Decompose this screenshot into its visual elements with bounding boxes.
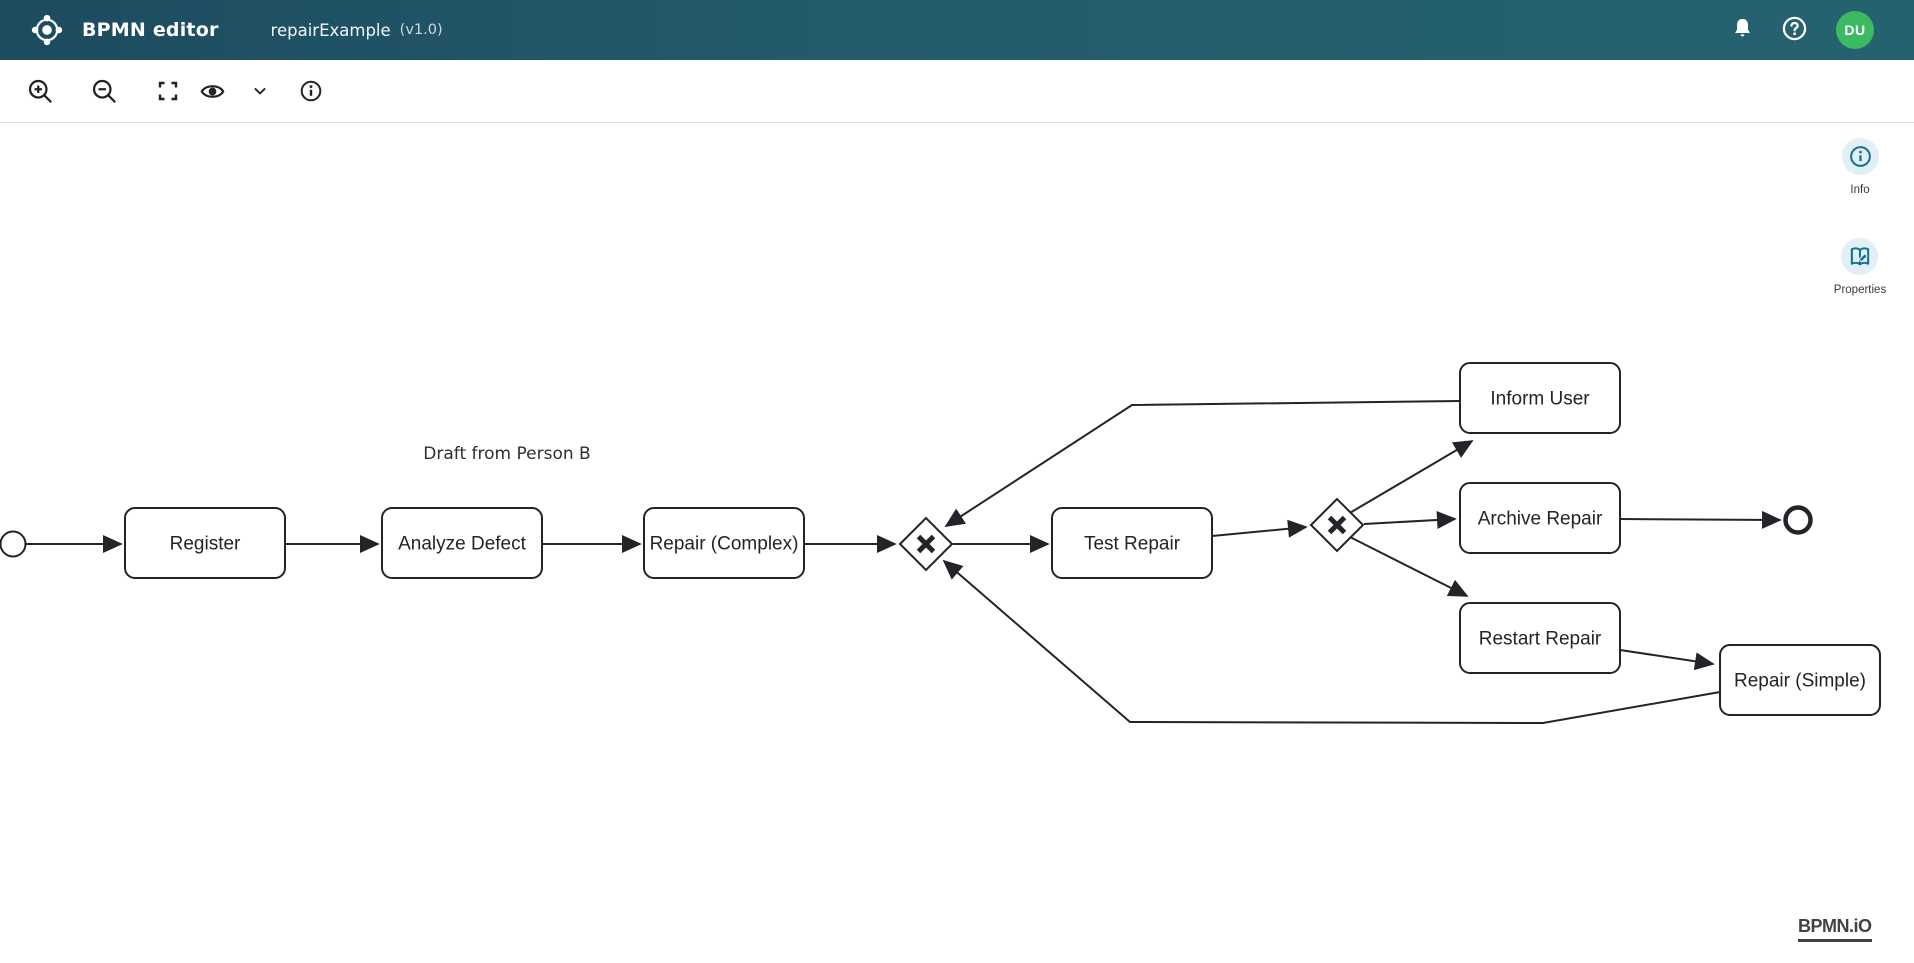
task-test-repair-label: Test Repair xyxy=(1084,534,1181,555)
zoom-out-button[interactable] xyxy=(86,73,122,109)
file-version-badge: (v1.0) xyxy=(399,22,443,38)
task-archive-repair[interactable]: Archive Repair xyxy=(1459,482,1621,554)
flow-gateway2-to-archive-repair[interactable] xyxy=(1363,511,1457,529)
task-analyze-defect[interactable]: Analyze Defect xyxy=(381,507,543,579)
gateway-xor-2[interactable] xyxy=(1309,497,1365,553)
task-test-repair[interactable]: Test Repair xyxy=(1051,507,1213,579)
info-circle-icon xyxy=(1841,138,1879,175)
chevron-down-icon xyxy=(250,81,270,101)
preview-dropdown-button[interactable] xyxy=(242,73,278,109)
text-annotation[interactable]: Draft from Person B xyxy=(423,444,590,464)
flow-gateway2-to-restart-repair[interactable] xyxy=(1347,535,1469,597)
fit-viewport-icon xyxy=(156,79,180,103)
bpmn-io-watermark[interactable]: BPMN.iO xyxy=(1798,916,1872,942)
task-register[interactable]: Register xyxy=(124,507,286,579)
user-avatar[interactable]: DU xyxy=(1836,11,1874,49)
bpmn-diagram: Register Analyze Defect Repair (Complex) Te… xyxy=(0,362,1881,725)
flow-repair-simple-to-gateway1[interactable] xyxy=(942,559,1721,725)
open-file-name: repairExample xyxy=(270,20,391,40)
bpmn-canvas[interactable]: Register Analyze Defect Repair (Complex) Te… xyxy=(0,124,1914,963)
notifications-button[interactable] xyxy=(1730,16,1755,44)
end-event[interactable] xyxy=(1783,505,1813,535)
flow-restart-repair-to-repair-simple[interactable] xyxy=(1619,649,1715,671)
fit-viewport-button[interactable] xyxy=(150,73,186,109)
app-title: BPMN editor xyxy=(82,19,219,41)
diagram-info-button[interactable] xyxy=(293,73,329,109)
task-restart-repair-label: Restart Repair xyxy=(1479,629,1602,650)
flow-gateway2-to-inform-user[interactable] xyxy=(1347,440,1474,515)
zoom-out-icon xyxy=(91,78,118,105)
top-navbar: BPMN editor repairExample (v1.0) DU xyxy=(0,0,1914,60)
right-side-panel: Info Properties xyxy=(1820,138,1900,296)
help-button[interactable] xyxy=(1781,15,1808,45)
task-repair-complex[interactable]: Repair (Complex) xyxy=(643,507,805,579)
preview-toggle-button[interactable] xyxy=(194,73,230,109)
canvas-toolbar xyxy=(0,60,1914,123)
panel-item-properties[interactable]: Properties xyxy=(1834,238,1886,296)
flow-test-repair-to-gateway2[interactable] xyxy=(1211,519,1308,538)
task-archive-repair-label: Archive Repair xyxy=(1478,509,1603,530)
task-register-label: Register xyxy=(170,534,241,555)
task-repair-simple-label: Repair (Simple) xyxy=(1734,671,1866,692)
gateway-xor-1[interactable] xyxy=(898,516,954,572)
task-analyze-defect-label: Analyze Defect xyxy=(398,534,527,555)
panel-label-properties: Properties xyxy=(1833,284,1887,296)
eye-icon xyxy=(199,78,226,105)
task-inform-user-label: Inform User xyxy=(1490,389,1590,410)
question-circle-icon xyxy=(1781,15,1808,45)
task-restart-repair[interactable]: Restart Repair xyxy=(1459,602,1621,674)
flow-inform-user-to-gateway1[interactable] xyxy=(944,400,1461,527)
task-inform-user[interactable]: Inform User xyxy=(1459,362,1621,434)
task-repair-complex-label: Repair (Complex) xyxy=(650,534,799,555)
flow-archive-repair-to-end[interactable] xyxy=(1619,510,1782,529)
zoom-in-button[interactable] xyxy=(22,73,58,109)
panel-label-info: Info xyxy=(1850,184,1870,196)
panel-item-info[interactable]: Info xyxy=(1841,138,1879,196)
bpmn-app-logo-icon xyxy=(30,13,64,47)
zoom-in-icon xyxy=(27,78,54,105)
bell-icon xyxy=(1730,16,1755,44)
start-event[interactable] xyxy=(0,530,27,558)
book-edit-icon xyxy=(1841,238,1879,275)
info-icon xyxy=(299,79,323,103)
task-repair-simple[interactable]: Repair (Simple) xyxy=(1719,644,1881,716)
